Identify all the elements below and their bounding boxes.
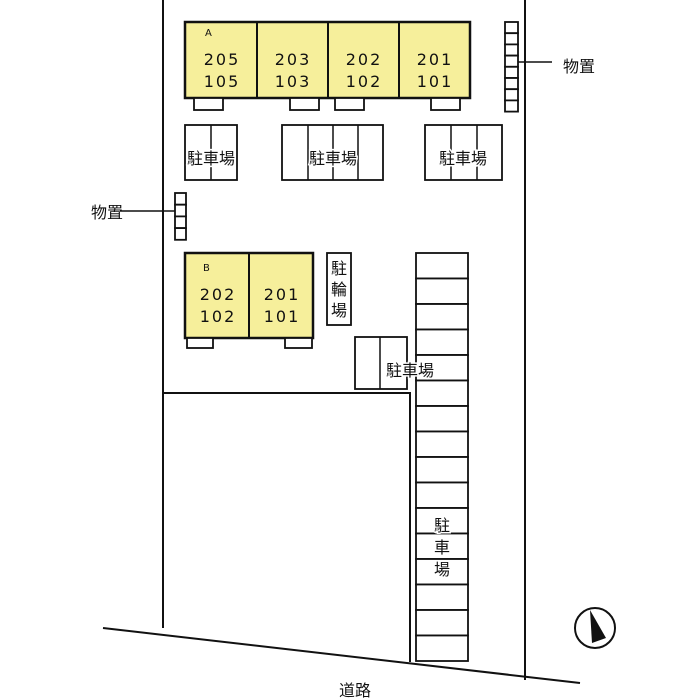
bike-parking: 駐 輪 場 <box>326 252 352 326</box>
parking-char: 車 <box>434 538 450 557</box>
unit-upper: 202 <box>346 50 383 69</box>
storage-cell <box>174 227 187 241</box>
parking-label: 駐車場 <box>309 149 357 168</box>
unit-lower: 102 <box>200 307 237 326</box>
storage-left <box>174 192 187 241</box>
storage-right-label: 物置 <box>563 57 595 76</box>
building-b: B 202 102 201 101 <box>183 251 315 349</box>
neighbor-lot-boundary <box>163 392 411 662</box>
parking-space <box>415 609 469 637</box>
parking-label: 駐車場 <box>439 149 487 168</box>
parking-group-4: 駐車場 <box>354 336 436 390</box>
parking-group-1: 駐車場 <box>184 124 238 181</box>
unit-lower: 101 <box>264 307 301 326</box>
storage-cell <box>504 32 519 46</box>
parking-space <box>415 532 469 560</box>
road-edge <box>102 627 581 684</box>
storage-right <box>504 21 519 113</box>
parking-space <box>415 405 469 433</box>
parking-space <box>415 303 469 331</box>
storage-cell <box>504 88 519 102</box>
parking-label: 駐車場 <box>187 149 235 168</box>
unit-upper: 203 <box>275 50 312 69</box>
unit-upper: 201 <box>264 285 301 304</box>
parking-char: 駐 <box>434 516 450 535</box>
parking-space <box>415 507 469 535</box>
storage-cell <box>504 77 519 91</box>
storage-cell <box>504 99 519 113</box>
parking-group-3: 駐車場 <box>424 124 503 181</box>
porch <box>186 337 214 349</box>
building-a: A 205 105 203 103 202 102 201 101 <box>183 20 472 111</box>
storage-cell <box>504 43 519 57</box>
parking-space <box>415 558 469 586</box>
parking-column-label: 駐 車 場 <box>432 515 451 581</box>
storage-cell <box>504 21 519 35</box>
parking-char: 場 <box>434 560 450 579</box>
parking-space <box>415 379 469 407</box>
parking-space <box>415 277 469 305</box>
unit-lower: 103 <box>275 72 312 91</box>
storage-cell <box>504 65 519 79</box>
porch <box>284 337 313 349</box>
parking-group-2: 駐車場 <box>281 124 384 181</box>
parking-label: 駐車場 <box>386 361 434 380</box>
parking-space <box>415 354 469 382</box>
unit-upper: 202 <box>200 285 237 304</box>
storage-left-label: 物置 <box>91 203 123 222</box>
bike-parking-char: 駐 <box>331 259 347 278</box>
unit-upper: 205 <box>204 50 241 69</box>
parking-space <box>415 481 469 509</box>
unit-lower: 101 <box>417 72 454 91</box>
parking-space <box>415 252 469 280</box>
storage-cell <box>174 203 187 218</box>
unit-lower: 105 <box>204 72 241 91</box>
unit-upper: 201 <box>417 50 454 69</box>
parking-space <box>415 634 469 662</box>
parking-space <box>415 328 469 356</box>
storage-cell <box>174 215 187 229</box>
bike-parking-char: 輪 <box>331 280 347 299</box>
parking-space <box>415 430 469 458</box>
building-b-label: B <box>203 263 210 274</box>
parking-space <box>415 456 469 484</box>
parking-column <box>415 252 469 662</box>
porch <box>430 97 461 111</box>
porch <box>334 97 365 111</box>
storage-cell <box>504 54 519 68</box>
porch <box>193 97 224 111</box>
unit-lower: 102 <box>346 72 383 91</box>
north-arrow-icon <box>574 607 616 649</box>
parking-space <box>415 583 469 611</box>
road-label: 道路 <box>339 681 371 700</box>
building-a-label: A <box>205 28 212 39</box>
bike-parking-char: 場 <box>331 301 347 320</box>
porch <box>289 97 320 111</box>
storage-cell <box>174 192 187 206</box>
